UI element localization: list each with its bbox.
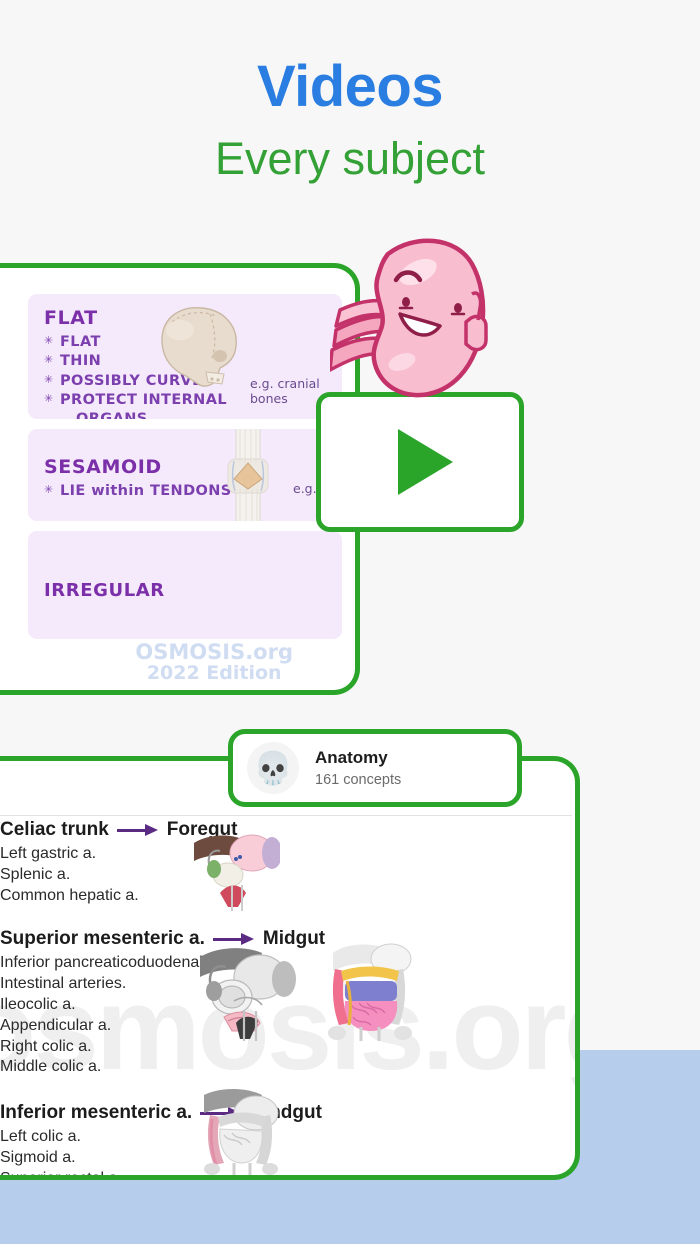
artery-branch-item: Intestinal arteries.	[0, 975, 127, 993]
gut-blood-supply-card[interactable]: osmosis.org Celiac trunk Foregut Left ga…	[0, 756, 580, 1180]
bone-block-title: IRREGULAR	[44, 580, 165, 601]
gut-group-hindgut: Inferior mesenteric a. Hindgut Left coli…	[0, 1102, 572, 1180]
bone-feature-item: THIN	[44, 352, 330, 371]
artery-branch-item: Inferior pancreaticoduodenal a.	[0, 954, 221, 972]
bone-feature-item: FLAT	[44, 333, 330, 352]
artery-branch-item: Superior rectal a.	[0, 1169, 122, 1180]
bone-block-title: FLAT	[44, 307, 98, 329]
bone-block-flat: FLAT FLAT THIN POSSIBLY CURVED PROTECT I…	[28, 294, 342, 419]
region-name: Midgut	[262, 928, 326, 950]
subject-title: Anatomy	[315, 748, 388, 767]
bone-block-title: SESAMOID	[44, 456, 162, 478]
artery-branch-list: Left gastric a. Splenic a. Common hepati…	[0, 844, 572, 906]
artery-branch-item: Appendicular a.	[0, 1016, 112, 1034]
subject-concept-count: 161 concepts	[315, 772, 402, 788]
arrow-right-icon	[116, 823, 159, 837]
artery-branch-item: Sigmoid a.	[0, 1148, 76, 1166]
midgut-organs-illustration	[200, 948, 296, 1041]
page-title: Videos	[256, 54, 444, 119]
bone-feature-list: FLAT THIN POSSIBLY CURVED PROTECT INTERN…	[44, 333, 330, 419]
bone-feature-list: LIE within TENDONS	[44, 482, 330, 501]
artery-name: Superior mesenteric a.	[0, 928, 205, 950]
artery-branch-item: Common hepatic a.	[0, 886, 139, 904]
gut-group-foregut: Celiac trunk Foregut Left gastric a. Spl…	[0, 819, 572, 906]
content-divider	[0, 815, 572, 816]
bone-block-irregular: IRREGULAR	[28, 531, 342, 639]
artery-name: Inferior mesenteric a.	[0, 1102, 193, 1124]
gut-group-midgut: Superior mesenteric a. Midgut Inferior p…	[0, 928, 572, 1078]
page-header: Videos Every subject	[0, 0, 700, 183]
region-name: Foregut	[166, 819, 238, 840]
bone-example-label: e.g. cranial bones	[250, 375, 320, 407]
skull-icon: 💀	[247, 742, 299, 794]
bone-feature-item: ORGANS	[44, 410, 330, 419]
artery-branch-list: Left colic a. Sigmoid a. Superior rectal…	[0, 1127, 572, 1180]
bone-types-content: FLAT FLAT THIN POSSIBLY CURVED PROTECT I…	[0, 268, 355, 690]
artery-branch-item: Left gastric a.	[0, 845, 97, 862]
arrow-right-icon	[212, 932, 255, 946]
gut-group-heading: Superior mesenteric a. Midgut	[0, 928, 572, 950]
foregut-organs-illustration	[194, 834, 280, 911]
hindgut-organs-illustration	[204, 1089, 279, 1175]
anatomy-subject-chip[interactable]: 💀 Anatomy 161 concepts	[228, 729, 522, 807]
knee-patella-illustration	[227, 429, 269, 521]
artery-branch-item: Middle colic a.	[0, 1058, 102, 1076]
page-subtitle: Every subject	[214, 132, 486, 184]
artery-branch-item: Right colic a.	[0, 1037, 92, 1055]
artery-name: Celiac trunk	[0, 819, 109, 840]
midgut-intestines-illustration	[328, 943, 412, 1041]
artery-branch-item: Left colic a.	[0, 1128, 81, 1146]
skull-illustration	[161, 307, 237, 387]
bone-feature-item: PROTECT INTERNAL	[44, 391, 330, 410]
artery-branch-item: Ileocolic a.	[0, 995, 76, 1013]
bone-block-sesamoid: SESAMOID LIE within TENDONS e.g. patella	[28, 429, 342, 521]
play-icon[interactable]	[397, 429, 453, 495]
artery-branch-list: Inferior pancreaticoduodenal a. Intestin…	[0, 953, 572, 1078]
anatomy-chip-text: Anatomy 161 concepts	[315, 748, 401, 788]
video-play-card[interactable]	[316, 392, 524, 532]
gut-content: osmosis.org Celiac trunk Foregut Left ga…	[0, 761, 575, 1175]
bone-types-card[interactable]: FLAT FLAT THIN POSSIBLY CURVED PROTECT I…	[0, 263, 360, 695]
bone-feature-item: LIE within TENDONS	[44, 482, 330, 501]
bone-feature-item: POSSIBLY CURVED	[44, 372, 330, 391]
gut-group-heading: Celiac trunk Foregut	[0, 819, 572, 841]
kidney-mascot	[330, 238, 488, 398]
artery-branch-item: Splenic a.	[0, 865, 71, 883]
